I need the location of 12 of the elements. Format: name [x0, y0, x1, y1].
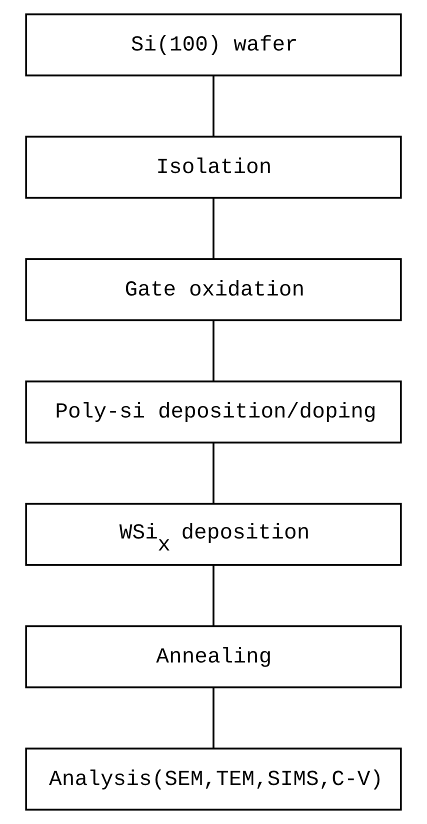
connector [212, 688, 214, 748]
connector [212, 198, 214, 259]
connector [212, 565, 214, 626]
connector [212, 443, 214, 504]
node-box: Isolation [25, 136, 402, 199]
node-box: Gate oxidation [25, 258, 402, 322]
node-box: Analysis(SEM,TEM,SIMS,C-V) [25, 748, 402, 811]
connector [212, 76, 214, 137]
node-box: Si(100) wafer [25, 13, 402, 76]
node-box: Annealing [25, 625, 402, 688]
node-box: Poly-si deposition/doping [25, 380, 402, 444]
connector [212, 320, 214, 382]
